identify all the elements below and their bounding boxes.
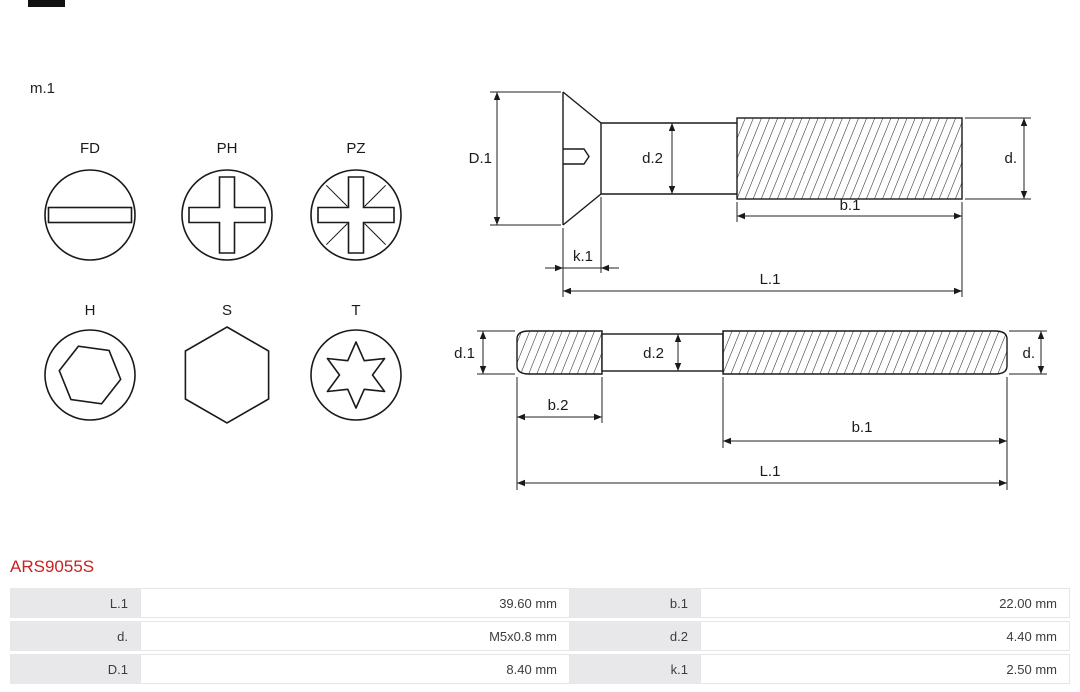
dim-label-L1: L.1 <box>760 463 781 480</box>
pozidriv-drive-icon <box>310 169 402 261</box>
hex-external-icon <box>184 326 270 424</box>
spec-label: d. <box>10 621 140 651</box>
stud-middle-section <box>601 333 724 372</box>
dim-label-d: d. <box>1004 150 1017 167</box>
head-type-label-pz: PZ <box>346 140 365 157</box>
dim-label-b1: b.1 <box>840 197 861 214</box>
dim-label-d2: d.2 <box>643 345 664 362</box>
head-type-legend: FD PH PZ H S T <box>44 140 402 424</box>
technical-drawing-canvas: FD PH PZ H S T <box>44 91 1047 490</box>
head-type-label-ph: PH <box>217 140 238 157</box>
spec-value: 39.60 mm <box>140 588 570 618</box>
screw-drive-slot <box>563 148 590 165</box>
dim-label-b2: b.2 <box>548 397 569 414</box>
hex-socket-drive-icon <box>44 329 136 421</box>
screw-thread-section <box>736 117 963 200</box>
spec-value: M5x0.8 mm <box>140 621 570 651</box>
spec-label: d.2 <box>570 621 700 651</box>
spec-label: b.1 <box>570 588 700 618</box>
spec-value: 22.00 mm <box>700 588 1070 618</box>
spec-label: D.1 <box>10 654 140 684</box>
head-type-label-t: T <box>351 302 360 319</box>
spec-row-3: D.1 8.40 mm k.1 2.50 mm <box>10 654 1070 684</box>
slotted-drive-icon <box>44 169 136 261</box>
head-type-label-fd: FD <box>80 140 100 157</box>
spec-value: 4.40 mm <box>700 621 1070 651</box>
stud-drawing: d.1 d.2 d. b.2 b.1 L.1 <box>454 330 1047 490</box>
spec-row-1: L.1 39.60 mm b.1 22.00 mm <box>10 588 1070 618</box>
head-type-label-s: S <box>222 302 232 319</box>
spec-value: 2.50 mm <box>700 654 1070 684</box>
dim-label-d2: d.2 <box>642 150 663 167</box>
stud-right-thread-section <box>722 330 1008 375</box>
spec-row-2: d. M5x0.8 mm d.2 4.40 mm <box>10 621 1070 651</box>
spec-label: k.1 <box>570 654 700 684</box>
drawing-variant-label: m.1 <box>30 80 56 97</box>
dim-label-D1: D.1 <box>469 150 492 167</box>
head-type-label-h: H <box>85 302 96 319</box>
dim-label-d1: d.1 <box>454 345 475 362</box>
spec-label: L.1 <box>10 588 140 618</box>
stud-left-thread-section <box>516 330 603 375</box>
phillips-drive-icon <box>181 169 273 261</box>
dim-label-L1: L.1 <box>760 271 781 288</box>
countersunk-screw-drawing: D.1 d.2 d. b.1 k.1 L.1 <box>469 91 1031 297</box>
spec-value: 8.40 mm <box>140 654 570 684</box>
part-number[interactable]: ARS9055S <box>10 557 95 576</box>
logo-fragment <box>28 0 65 7</box>
dim-label-b1: b.1 <box>852 419 873 436</box>
dim-label-k1: k.1 <box>573 248 593 265</box>
dim-label-d: d. <box>1022 345 1035 362</box>
torx-drive-icon <box>310 329 402 421</box>
spec-table: L.1 39.60 mm b.1 22.00 mm d. M5x0.8 mm d… <box>10 585 1070 687</box>
